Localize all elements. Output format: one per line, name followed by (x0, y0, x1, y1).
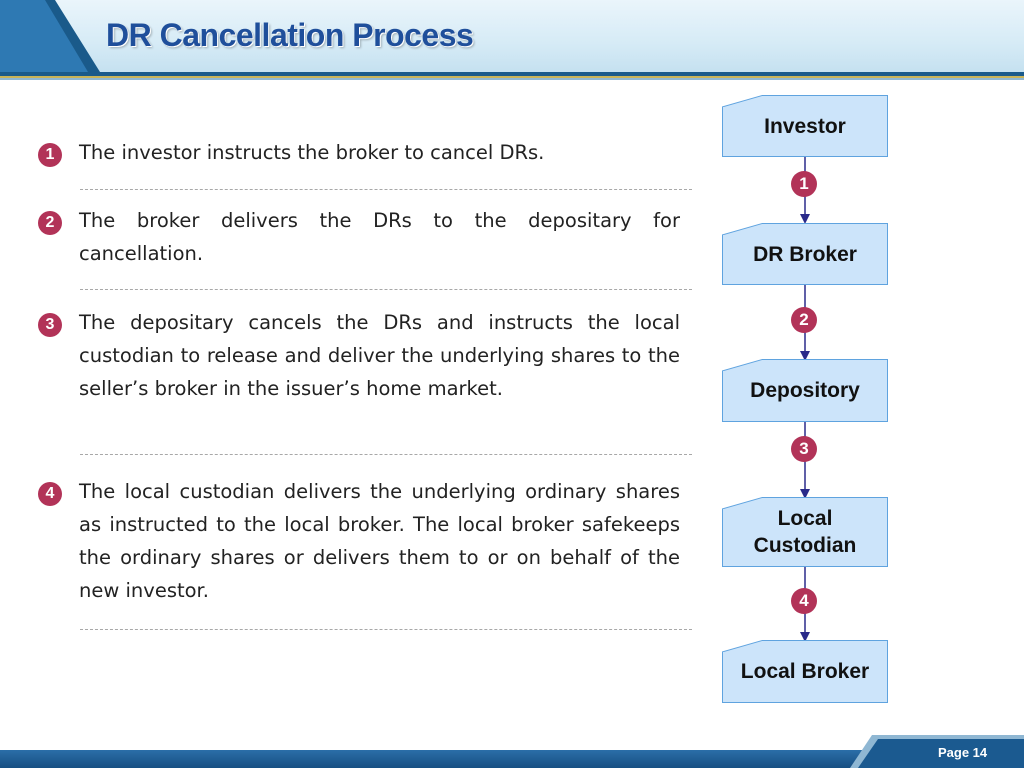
box-corner-fold (722, 223, 764, 235)
header-background (0, 0, 1024, 72)
header-rule (0, 72, 1024, 76)
step-divider (80, 454, 692, 455)
flow-node-local-custodian: Local Custodian (722, 497, 888, 567)
header-rule-accent (0, 76, 1024, 78)
footer-tab-shape (850, 735, 1024, 768)
header-accent-shape (0, 0, 100, 72)
flow-node-investor: Investor (722, 95, 888, 157)
flow-node-label: Local Broker (740, 660, 870, 683)
flow-node-dr-broker: DR Broker (722, 223, 888, 285)
box-corner-fold (722, 640, 764, 652)
flow-edge-badge: 4 (791, 588, 817, 614)
step-text: The investor instructs the broker to can… (79, 141, 545, 164)
flow-edge-badge: 1 (791, 171, 817, 197)
header-rule-light (0, 78, 1024, 80)
flow-node-label: Local Custodian (753, 507, 857, 557)
flow-node-label: Investor (764, 114, 846, 138)
box-corner-fold (722, 359, 764, 371)
slide-header: DR Cancellation Process (0, 0, 1024, 80)
slide-footer (0, 735, 1024, 768)
flow-edge-badge: 2 (791, 307, 817, 333)
box-corner-fold (722, 95, 764, 107)
flow-node-depository: Depository (722, 359, 888, 422)
footer-bar (0, 750, 1024, 768)
step-number-badge: 1 (38, 143, 62, 167)
step-number-badge: 4 (38, 482, 62, 506)
step-divider (80, 629, 692, 630)
box-corner-fold (722, 497, 764, 509)
flow-node-label: DR Broker (753, 242, 857, 266)
step-text: The local custodian delivers the underly… (79, 480, 680, 602)
step-divider (80, 289, 692, 290)
step-number-badge: 2 (38, 211, 62, 235)
step-text: The broker delivers the DRs to the depos… (79, 209, 680, 265)
step-number-badge: 3 (38, 313, 62, 337)
step-text: The depositary cancels the DRs and instr… (79, 311, 680, 400)
step-divider (80, 189, 692, 190)
flow-edge-badge: 3 (791, 436, 817, 462)
page-number: Page 14 (938, 745, 988, 760)
flow-node-local-broker: Local Broker (722, 640, 888, 703)
flow-node-label: Depository (750, 379, 860, 402)
page-title: DR Cancellation Process (106, 17, 474, 53)
